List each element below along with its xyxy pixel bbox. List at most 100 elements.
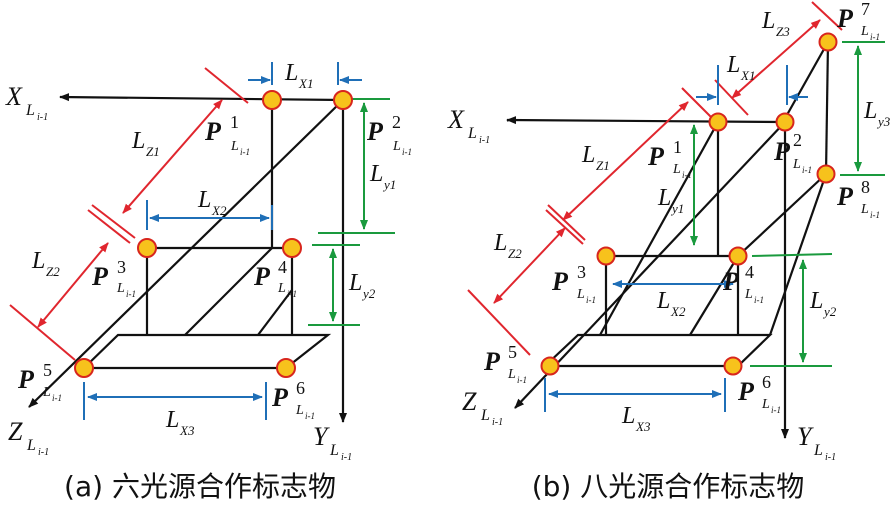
svg-text:P: P <box>17 365 35 394</box>
figure-b-frame <box>506 41 830 439</box>
svg-text:4: 4 <box>278 257 287 277</box>
svg-text:i-1: i-1 <box>870 210 880 220</box>
figure-b-axis-z-label: Z L i-1 <box>462 387 503 428</box>
svg-text:y1: y1 <box>670 201 684 216</box>
svg-text:y2: y2 <box>822 304 837 319</box>
svg-text:P: P <box>253 262 271 291</box>
svg-text:2: 2 <box>392 112 401 132</box>
svg-text:i-1: i-1 <box>37 112 48 123</box>
point-p5-marker <box>74 358 94 378</box>
svg-text:L: L <box>31 248 45 274</box>
svg-text:X: X <box>447 105 465 134</box>
svg-text:L: L <box>657 185 671 211</box>
svg-text:i-1: i-1 <box>126 289 136 299</box>
svg-text:L: L <box>392 139 401 154</box>
figure-a-point-p5-label: P 5 L i-1 <box>17 360 62 403</box>
figure-a-axis-x-label: X L i-1 <box>5 82 48 123</box>
figure-b-point-p7-label: P 7 L i-1 <box>836 0 880 42</box>
svg-text:L: L <box>230 139 239 154</box>
svg-text:Z2: Z2 <box>508 246 522 261</box>
figure-b-lz3-label: L Z3 <box>761 8 790 39</box>
svg-text:i-1: i-1 <box>771 405 781 415</box>
point-p6-marker <box>276 358 296 378</box>
svg-text:i-1: i-1 <box>341 452 352 463</box>
figure-a-point-p1-label: P 1 L i-1 <box>204 112 250 157</box>
point-p3-marker <box>596 246 616 266</box>
svg-text:L: L <box>726 52 740 78</box>
svg-text:P: P <box>483 347 501 376</box>
svg-text:L: L <box>761 397 770 412</box>
svg-text:L: L <box>295 403 304 418</box>
svg-text:i-1: i-1 <box>754 295 764 305</box>
svg-text:Z1: Z1 <box>596 158 610 173</box>
svg-text:i-1: i-1 <box>52 393 62 403</box>
svg-text:P: P <box>271 383 289 412</box>
svg-text:X1: X1 <box>740 68 755 83</box>
svg-text:Z1: Z1 <box>146 144 160 159</box>
svg-text:i-1: i-1 <box>38 447 49 458</box>
svg-text:P: P <box>551 267 569 296</box>
point-p1-marker <box>708 112 728 132</box>
svg-text:1: 1 <box>673 137 682 157</box>
figure-b-markers <box>540 32 838 376</box>
svg-text:Y: Y <box>797 422 814 451</box>
point-p5-marker <box>540 356 560 376</box>
figure-b-axis-y-label: Y L i-1 <box>797 422 836 463</box>
figure-b-dim-lx3 <box>544 378 726 412</box>
svg-text:i-1: i-1 <box>802 165 812 175</box>
figure-a-markers <box>74 90 353 378</box>
point-p7-marker <box>818 32 838 52</box>
figure-b-dim-lx1 <box>696 65 808 105</box>
svg-text:P: P <box>647 142 665 171</box>
figure-a-dim-lx1 <box>248 62 362 85</box>
svg-text:L: L <box>369 161 383 187</box>
caption-a: (a) 六光源合作标志物 <box>64 470 336 503</box>
svg-text:i-1: i-1 <box>287 289 297 299</box>
svg-text:L: L <box>576 287 585 302</box>
svg-text:y2: y2 <box>361 286 376 301</box>
svg-text:Z: Z <box>8 417 23 446</box>
svg-text:Y: Y <box>313 422 330 451</box>
svg-text:i-1: i-1 <box>240 147 250 157</box>
svg-text:L: L <box>131 128 145 154</box>
svg-text:y1: y1 <box>382 177 396 192</box>
svg-text:i-1: i-1 <box>402 147 412 157</box>
figure-b-lx2-label: L X2 <box>656 288 686 319</box>
figure-b-axis-x-label: X L i-1 <box>447 105 490 146</box>
svg-text:L: L <box>621 403 635 429</box>
svg-text:3: 3 <box>577 262 586 282</box>
svg-text:P: P <box>836 4 854 33</box>
svg-text:4: 4 <box>745 262 754 282</box>
figure-b-lx3-label: L X3 <box>621 403 651 434</box>
svg-text:8: 8 <box>861 177 870 197</box>
svg-text:X3: X3 <box>179 423 195 438</box>
figure-b-eight-light-source-target: X L i-1 Z L i-1 Y L i-1 <box>447 0 891 463</box>
svg-text:P: P <box>722 267 740 296</box>
point-p2-marker <box>333 90 353 110</box>
figure-a-frame <box>28 93 347 423</box>
figure-a-lx3-label: L X3 <box>165 407 195 438</box>
point-p4-marker <box>728 246 748 266</box>
figure-b-point-p5-label: P 5 L i-1 <box>483 342 527 385</box>
svg-text:P: P <box>737 377 755 406</box>
svg-text:L: L <box>26 437 36 454</box>
svg-text:L: L <box>493 230 507 256</box>
svg-text:L: L <box>860 202 869 217</box>
svg-text:L: L <box>480 407 490 424</box>
figure-b-dim-lz2 <box>467 209 584 356</box>
figure-a-point-p4-label: P 4 L i-1 <box>253 257 297 299</box>
figure-a-axis-y-label: Y L i-1 <box>313 422 352 463</box>
figure-a-axis-z-label: Z L i-1 <box>8 417 49 458</box>
svg-text:L: L <box>863 98 877 124</box>
figure-a-six-light-source-target: X L i-1 Z L i-1 Y L i-1 <box>5 60 412 463</box>
svg-text:i-1: i-1 <box>479 135 490 146</box>
svg-text:L: L <box>284 60 298 86</box>
figure-b-lz2-label: L Z2 <box>493 230 522 261</box>
point-p6-marker <box>723 356 743 376</box>
svg-text:i-1: i-1 <box>825 452 836 463</box>
svg-text:L: L <box>581 142 595 168</box>
figure-a-lx2-label: L X2 <box>197 187 227 218</box>
figure-b-lx1-label: L X1 <box>726 52 755 83</box>
svg-text:1: 1 <box>230 112 239 132</box>
svg-text:X2: X2 <box>670 304 686 319</box>
